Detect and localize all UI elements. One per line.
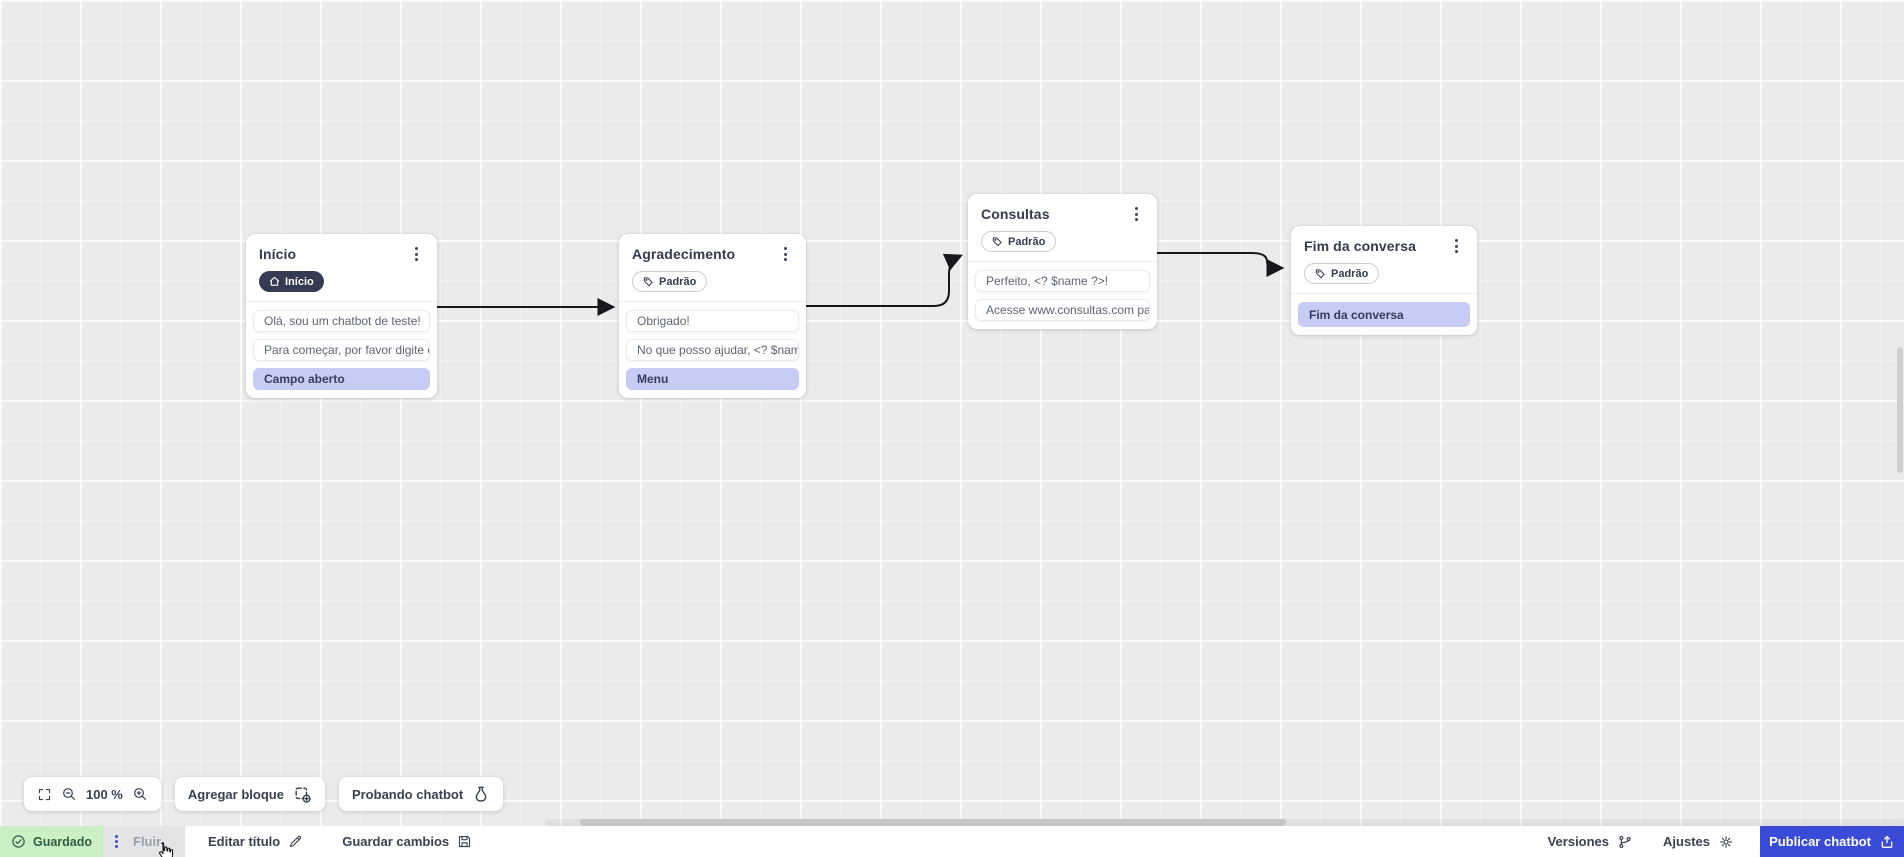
node-title: Agradecimento bbox=[632, 246, 736, 262]
message-row[interactable]: No que posso ajudar, <? $name ... bbox=[626, 339, 799, 361]
tab-flow[interactable]: Fluir bbox=[103, 826, 185, 857]
test-chatbot-label: Probando chatbot bbox=[351, 786, 464, 802]
add-block-label: Agregar bloque bbox=[187, 786, 284, 802]
fullscreen-icon bbox=[38, 788, 51, 800]
flow-node-fim-da-conversa[interactable]: Fim da conversa Padrão Fim da conversa bbox=[1291, 226, 1477, 335]
message-row[interactable]: Olá, sou um chatbot de teste! bbox=[253, 310, 430, 332]
edit-title-button[interactable]: Editar título bbox=[208, 826, 303, 857]
node-menu-button[interactable] bbox=[407, 245, 425, 263]
node-header: Consultas Padrão bbox=[968, 194, 1157, 262]
gear-icon bbox=[1720, 835, 1732, 848]
zoom-level: 100 % bbox=[86, 786, 123, 802]
fullscreen-button[interactable] bbox=[37, 787, 52, 802]
node-type-badge: Padrão bbox=[1304, 263, 1380, 284]
add-block-icon bbox=[295, 786, 311, 803]
save-changes-button[interactable]: Guardar cambios bbox=[342, 826, 472, 857]
settings-button[interactable]: Ajustes bbox=[1663, 826, 1734, 857]
zoom-in-icon bbox=[133, 788, 146, 800]
message-row[interactable]: Acesse www.consultas.com par... bbox=[975, 299, 1150, 321]
statusbar-spacer bbox=[472, 826, 1547, 857]
node-type-badge: Padrão bbox=[632, 271, 708, 292]
vertical-scrollbar-thumb[interactable] bbox=[1897, 347, 1903, 473]
tag-icon bbox=[992, 237, 1002, 247]
pencil-icon bbox=[290, 835, 302, 848]
node-title: Consultas bbox=[981, 206, 1050, 222]
zoom-out-icon bbox=[63, 788, 75, 800]
versions-button[interactable]: Versiones bbox=[1548, 826, 1633, 857]
check-circle-icon bbox=[12, 835, 25, 848]
git-branch-icon bbox=[1619, 835, 1631, 848]
flow-canvas[interactable]: Início Início Olá, sou um chatbot de tes… bbox=[0, 0, 1904, 826]
edge-agradecimento-consultas bbox=[806, 253, 963, 307]
node-type-badge: Início bbox=[259, 271, 324, 292]
action-row[interactable]: Fim da conversa bbox=[1298, 302, 1470, 327]
status-bar: Guardado Fluir Editar título Guardar cam… bbox=[0, 826, 1904, 857]
zoom-out-button[interactable] bbox=[61, 786, 77, 802]
test-chatbot-button[interactable]: Probando chatbot bbox=[338, 777, 504, 811]
upload-icon bbox=[1881, 835, 1893, 848]
edge-consultas-fim bbox=[1157, 252, 1285, 277]
flow-node-inicio[interactable]: Início Início Olá, sou um chatbot de tes… bbox=[246, 234, 437, 398]
tag-icon bbox=[1315, 269, 1325, 279]
saved-label: Guardado bbox=[32, 834, 93, 849]
message-row[interactable]: Para começar, por favor digite o ... bbox=[253, 339, 430, 361]
save-icon bbox=[459, 835, 471, 848]
message-row[interactable]: Obrigado! bbox=[626, 310, 799, 332]
node-header: Agradecimento Padrão bbox=[619, 234, 806, 302]
flow-node-consultas[interactable]: Consultas Padrão Perfeito, <? $name ?>! … bbox=[968, 194, 1157, 329]
node-menu-button[interactable] bbox=[1447, 237, 1465, 255]
horizontal-scrollbar-thumb[interactable] bbox=[580, 819, 1286, 826]
node-title: Início bbox=[259, 246, 297, 262]
node-title: Fim da conversa bbox=[1304, 238, 1416, 254]
add-block-button[interactable]: Agregar bloque bbox=[174, 777, 325, 811]
zoom-in-button[interactable] bbox=[132, 786, 148, 802]
zoom-controls: 100 % bbox=[24, 777, 161, 811]
node-type-badge: Padrão bbox=[981, 231, 1057, 252]
tag-icon bbox=[643, 277, 653, 287]
flow-tab-label: Fluir bbox=[133, 834, 162, 849]
message-row[interactable]: Perfeito, <? $name ?>! bbox=[975, 270, 1150, 292]
action-row[interactable]: Campo aberto bbox=[253, 368, 430, 390]
node-header: Início Início bbox=[246, 234, 437, 302]
node-menu-button[interactable] bbox=[776, 245, 794, 263]
node-header: Fim da conversa Padrão bbox=[1291, 226, 1477, 294]
action-row[interactable]: Menu bbox=[626, 368, 799, 390]
canvas-toolbar: 100 % Agregar bloque Probando chatbot bbox=[24, 777, 504, 811]
saved-status-badge: Guardado bbox=[0, 826, 103, 857]
publish-chatbot-button[interactable]: Publicar chatbot bbox=[1760, 826, 1904, 857]
flask-icon bbox=[475, 786, 487, 802]
flow-menu-button[interactable] bbox=[115, 835, 118, 848]
home-icon bbox=[269, 276, 280, 286]
connection-edges bbox=[437, 252, 1285, 316]
node-menu-button[interactable] bbox=[1127, 205, 1145, 223]
flow-node-agradecimento[interactable]: Agradecimento Padrão Obrigado! No que po… bbox=[619, 234, 806, 398]
